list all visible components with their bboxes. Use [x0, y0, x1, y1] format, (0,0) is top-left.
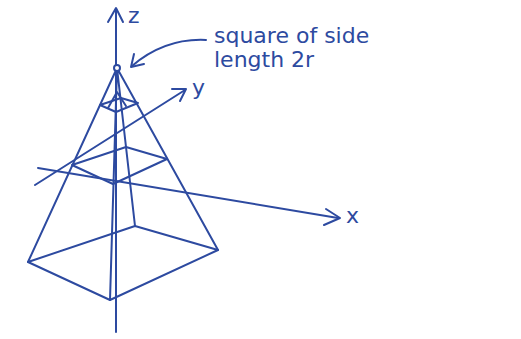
apex-point — [114, 65, 120, 71]
x-axis — [38, 168, 338, 218]
axis-label: z — [128, 4, 140, 28]
leader-arrowhead — [131, 54, 144, 67]
axis-label: y — [192, 76, 205, 100]
z-arrowhead — [108, 8, 123, 22]
axis-label: x — [346, 204, 359, 228]
square-slice — [100, 98, 138, 112]
y-arrowhead — [172, 89, 186, 101]
annotation-label: square of side length 2r — [214, 24, 414, 72]
pyramid-edges — [28, 68, 218, 300]
pyramid-slice — [72, 147, 167, 184]
x-arrowhead — [324, 209, 340, 225]
slice-mark — [108, 92, 126, 108]
z-axis — [115, 10, 117, 332]
leader-line — [132, 40, 206, 66]
pyramid-base — [28, 226, 218, 300]
